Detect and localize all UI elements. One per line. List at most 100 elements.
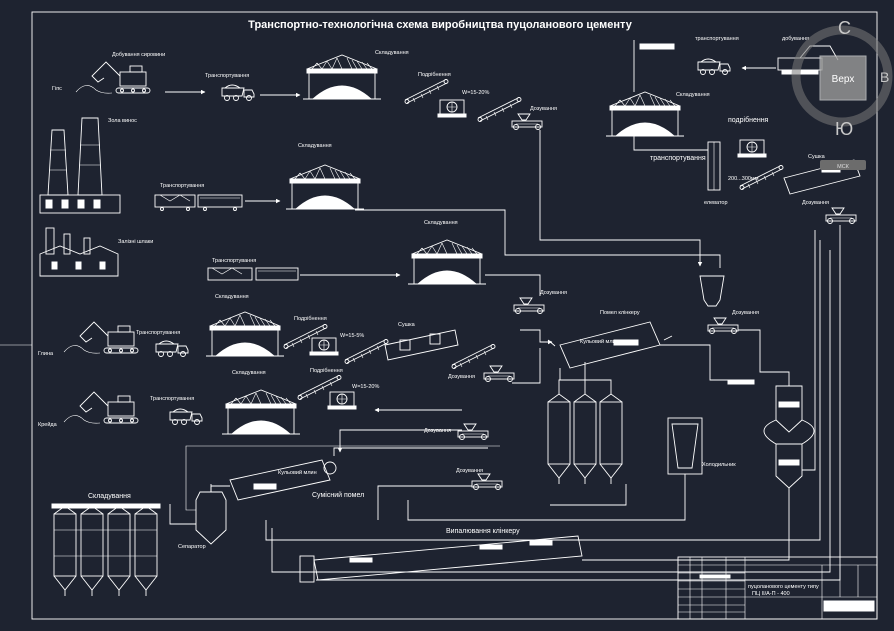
label-podribnennia-4: Подрібнення — [294, 316, 327, 322]
label-sushka-4: Сушка — [398, 322, 416, 328]
label-transport-top2: транспортування — [650, 155, 706, 162]
train-2 — [154, 194, 243, 211]
drawing-frame — [31, 11, 878, 620]
label-dozuvannia-6: Дозування — [456, 468, 483, 474]
gypsum-excavator — [75, 61, 151, 94]
label-dozuvannia-right: Дозування — [732, 310, 759, 316]
label-podribnennia-1: Подрібнення — [418, 72, 451, 78]
conveyor-1b — [477, 97, 522, 122]
label-shlaky: Залізні шлаки — [118, 239, 153, 245]
plant-3 — [39, 227, 119, 277]
label-zola: Зола винос — [108, 118, 137, 124]
cement-silos — [51, 503, 161, 597]
viewcube-north[interactable]: С — [838, 18, 851, 38]
conveyor-5 — [297, 375, 342, 400]
title-block-line1: пуцоланового цементу типу — [748, 584, 819, 590]
doser-top — [825, 207, 857, 224]
label-elevator: елеватор — [704, 200, 728, 206]
truck-icon — [221, 84, 255, 101]
label-gips: Гіпс — [52, 86, 62, 92]
label-size-range: 200...300мм — [728, 176, 759, 182]
diagram-title: Транспортно-технологічна схема виробницт… — [248, 19, 633, 31]
feed-hopper — [699, 275, 739, 334]
truck-top — [697, 58, 731, 75]
crusher-4 — [309, 337, 339, 356]
label-kulovyi-mlyn-1: Кульовий млин — [580, 338, 619, 345]
label-w-4: W=15-5% — [340, 333, 364, 339]
doser-3 — [513, 297, 545, 314]
viewcube-face-label: Верх — [832, 74, 855, 85]
elevator — [707, 141, 721, 191]
truck-4 — [155, 340, 189, 357]
label-sumisnyi-pomel: Сумісний помел — [312, 491, 364, 499]
rotary-kiln — [299, 535, 583, 583]
label-sushka-top: Сушка — [808, 154, 826, 160]
label-dozuvannia-top: Дозування — [802, 200, 829, 206]
ball-mill-1 — [547, 321, 673, 369]
label-skladuvannia-3: Складування — [424, 220, 458, 226]
label-podribnennia-5: Подрібнення — [310, 368, 343, 374]
label-transport-3: Транспортування — [212, 258, 256, 264]
viewcube-east[interactable]: В — [880, 69, 889, 85]
label-skladuvannia-6: Складування — [88, 493, 131, 500]
crusher-1 — [437, 99, 467, 118]
flow-lines — [169, 40, 841, 581]
cyclone-heat-exchanger — [727, 379, 815, 489]
label-kholodylnyk: Холодильник — [702, 462, 736, 468]
label-dobuvannia-top: добування — [782, 36, 809, 42]
separator — [195, 484, 227, 545]
warehouse-4 — [205, 311, 285, 357]
doser-6 — [471, 473, 503, 490]
label-dobuvannia: Добування сировини — [112, 52, 165, 58]
title-block — [677, 556, 878, 620]
doser-5 — [457, 423, 489, 440]
viewcube[interactable]: Верх С Ю В МСК — [791, 18, 893, 170]
clinker-silos — [547, 370, 623, 485]
warehouse-3 — [407, 239, 487, 285]
wcs-button[interactable] — [820, 160, 866, 170]
label-skladuvannia-top: Складування — [676, 92, 710, 98]
label-dozuvannia-5: Дозування — [424, 428, 451, 434]
viewcube-ring[interactable] — [791, 25, 893, 127]
doser-4 — [483, 365, 515, 382]
conveyor-4c — [451, 344, 496, 369]
label-skladuvannia-5: Складування — [232, 370, 266, 376]
crusher-5 — [327, 391, 357, 410]
chalk-excavator — [63, 391, 139, 424]
conveyor-4b — [344, 339, 389, 364]
warehouse-1 — [302, 54, 382, 100]
viewcube-face[interactable] — [819, 55, 867, 101]
label-transport-top: транспортування — [695, 36, 739, 42]
clay-excavator — [63, 321, 139, 354]
label-transport-2: Транспортування — [160, 183, 204, 189]
ball-mill-2 — [229, 459, 337, 501]
label-skladuvannia-1: Складування — [375, 50, 409, 56]
train-3 — [207, 267, 299, 281]
label-transport-1: Транспортування — [205, 73, 249, 79]
label-skladuvannia-2: Складування — [298, 143, 332, 149]
wcs-label: МСК — [837, 164, 850, 170]
label-kreida: Крейда — [38, 421, 58, 428]
warehouse-2 — [285, 164, 365, 210]
label-dozuvannia-3: Дозування — [540, 290, 567, 296]
warehouse-5 — [221, 389, 301, 435]
label-separator: Сепаратор — [178, 544, 206, 550]
label-pomel-klinkeru: Помел клінкеру — [600, 310, 640, 316]
cooler — [667, 417, 703, 482]
label-kulovyi-mlyn-2: Кульовий млин — [278, 469, 317, 476]
truck-5 — [169, 408, 203, 425]
label-transport-5: Транспортування — [150, 396, 194, 402]
power-plant-1 — [39, 117, 121, 214]
title-block-line2: ПЦ II/А-П - 400 — [752, 591, 790, 597]
warehouse-top — [605, 91, 685, 137]
tag-top-left — [639, 43, 675, 50]
label-dozuvannia-4: Дозування — [448, 374, 475, 380]
label-vypaliuvannia: Випалювання клінкеру — [446, 527, 520, 535]
label-podribnennia-top: подрібнення — [728, 116, 769, 124]
label-w-5: W=15-20% — [352, 384, 379, 390]
label-skladuvannia-4: Складування — [215, 294, 249, 300]
label-dozuvannia-1: Дозування — [530, 106, 557, 112]
label-transport-4: Транспортування — [136, 330, 180, 336]
viewcube-south[interactable]: Ю — [835, 119, 853, 139]
